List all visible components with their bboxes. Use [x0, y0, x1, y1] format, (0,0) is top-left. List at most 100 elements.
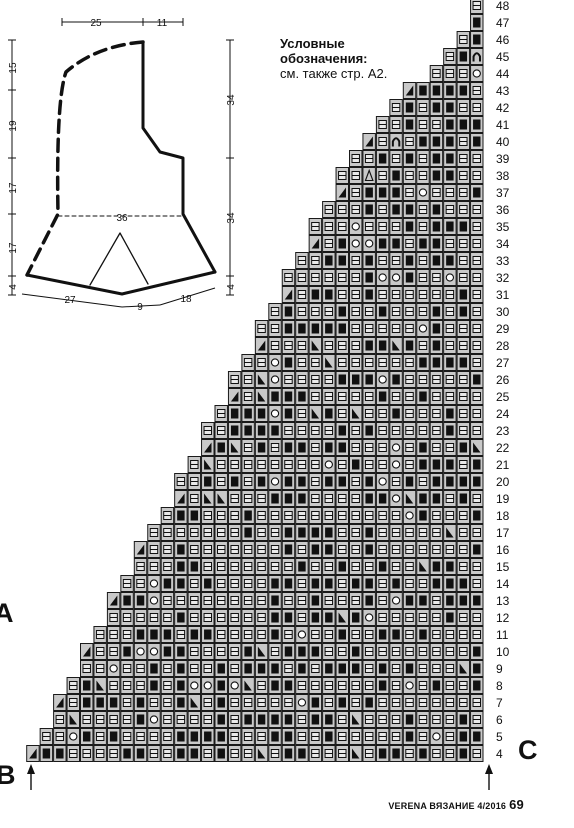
chart-cell — [241, 439, 255, 456]
chart-cell — [362, 184, 376, 201]
chart-cell — [80, 745, 94, 762]
chart-cell — [80, 694, 94, 711]
chart-cell — [268, 354, 282, 371]
chart-cell — [335, 558, 349, 575]
chart-cell — [241, 405, 255, 422]
chart-cell — [322, 405, 336, 422]
chart-cell — [456, 592, 471, 609]
chart-cell — [53, 694, 67, 711]
chart-cell — [53, 728, 67, 745]
chart-cell — [402, 82, 417, 99]
chart-cell — [295, 575, 309, 592]
chart-cell — [227, 439, 242, 456]
chart-cell — [456, 677, 471, 694]
chart-cell — [308, 456, 323, 473]
chart-cell — [456, 65, 471, 82]
chart-cell — [174, 575, 188, 592]
chart-cell — [160, 711, 175, 728]
chart-cell — [335, 677, 349, 694]
chart-cell — [443, 711, 457, 728]
chart-cell — [389, 626, 403, 643]
chart-cell — [416, 677, 430, 694]
chart-cell — [375, 728, 390, 745]
chart-cell — [335, 456, 349, 473]
chart-cell — [429, 609, 444, 626]
chart-cell — [389, 609, 403, 626]
chart-cell — [443, 48, 457, 65]
chart-cell — [456, 711, 471, 728]
chart-cell — [268, 643, 282, 660]
chart-cell — [295, 592, 309, 609]
chart-cell — [201, 643, 215, 660]
chart-cell — [362, 252, 376, 269]
chart-cell — [456, 541, 471, 558]
chart-cell — [375, 116, 390, 133]
chart-cell — [402, 320, 417, 337]
row-number: 21 — [496, 458, 510, 472]
chart-cell — [295, 252, 309, 269]
chart-cell — [429, 116, 444, 133]
chart-cell — [416, 150, 430, 167]
chart-cell — [241, 558, 255, 575]
chart-cell — [470, 558, 484, 575]
chart-cell — [429, 728, 444, 745]
chart-cell — [375, 745, 390, 762]
chart-cell — [389, 507, 403, 524]
chart-cell — [308, 354, 323, 371]
chart-cell — [308, 422, 323, 439]
chart-cell — [106, 745, 121, 762]
chart-cell — [214, 541, 228, 558]
chart-cell — [295, 286, 309, 303]
chart-cell — [456, 320, 471, 337]
chart-cell — [335, 541, 349, 558]
chart-cell — [322, 558, 336, 575]
chart-cell — [214, 745, 228, 762]
chart-cell — [402, 150, 417, 167]
chart-cell — [470, 65, 484, 82]
chart-cell — [443, 133, 457, 150]
chart-cell — [456, 694, 471, 711]
chart-cell — [174, 677, 188, 694]
chart-cell — [416, 422, 430, 439]
chart-cell — [362, 575, 376, 592]
dim-bottom-mid: 9 — [137, 302, 143, 313]
chart-cell — [80, 677, 94, 694]
chart-cell — [349, 660, 363, 677]
chart-cell — [295, 507, 309, 524]
chart-cell — [281, 490, 296, 507]
chart-cell — [322, 269, 336, 286]
chart-cell — [268, 473, 282, 490]
chart-cell — [322, 507, 336, 524]
chart-cell — [429, 711, 444, 728]
chart-cell — [106, 694, 121, 711]
row-number: 5 — [496, 730, 503, 744]
chart-cell — [375, 388, 390, 405]
chart-cell — [349, 609, 363, 626]
chart-cell — [147, 626, 161, 643]
row-number: 10 — [496, 645, 510, 659]
chart-cell — [214, 660, 228, 677]
chart-cell — [174, 609, 188, 626]
chart-cell — [349, 677, 363, 694]
chart-cell — [201, 558, 215, 575]
chart-cell — [375, 371, 390, 388]
chart-cell — [456, 150, 471, 167]
chart-cell — [241, 507, 255, 524]
chart-cell — [201, 677, 215, 694]
chart-cell — [416, 252, 430, 269]
chart-cell — [308, 541, 323, 558]
row-number: 11 — [496, 628, 509, 642]
chart-cell — [443, 456, 457, 473]
chart-cell — [389, 252, 403, 269]
chart-cell — [375, 405, 390, 422]
chart-cell — [322, 541, 336, 558]
chart-cell — [66, 728, 81, 745]
chart-cell — [268, 456, 282, 473]
chart-cell — [470, 252, 484, 269]
chart-cell — [362, 677, 376, 694]
chart-cell — [402, 269, 417, 286]
chart-cell — [402, 184, 417, 201]
chart-cell — [308, 252, 323, 269]
chart-cell — [133, 592, 148, 609]
row-number: 31 — [496, 288, 510, 302]
